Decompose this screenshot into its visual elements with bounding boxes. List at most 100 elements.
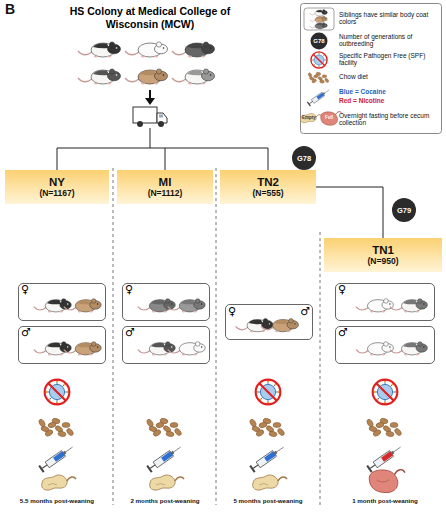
rat-tail (64, 307, 76, 310)
rat-foot (322, 28, 324, 30)
rat-hood (93, 70, 109, 75)
rat-foot (193, 311, 197, 313)
rat-head (322, 11, 327, 15)
tree-line (150, 128, 151, 148)
node-text: TN1 (372, 244, 394, 257)
rat-icon (125, 69, 168, 85)
truck-wheel (137, 121, 143, 127)
rat-icon (390, 342, 427, 356)
rat-ear (203, 69, 208, 74)
chow-pellet (277, 427, 286, 436)
syringe-icon (146, 444, 183, 473)
generation-badge: G79 (392, 198, 416, 222)
rat-eye (67, 303, 68, 304)
rat-foot (382, 354, 386, 356)
cecum-body (150, 475, 175, 490)
rat-foot (107, 56, 111, 58)
rat-tail (78, 78, 92, 82)
rat-hood (187, 70, 203, 75)
rat-head (322, 17, 327, 21)
chow-pellet (372, 429, 381, 437)
node-text: ♀ (125, 283, 133, 296)
syringe-plunger (42, 465, 47, 468)
cecum-tube (394, 470, 405, 475)
syringe-plunger (253, 465, 258, 468)
rat-tail (236, 326, 248, 329)
rat-eye (294, 323, 295, 324)
rat-ear (195, 299, 200, 304)
rat-ear (323, 10, 325, 12)
rat-foot (163, 311, 167, 313)
virus-spike (314, 64, 316, 66)
syringe-liquid (316, 93, 324, 100)
chow-pellet (386, 431, 395, 437)
rat-eye (423, 303, 424, 304)
spf-icon (45, 380, 70, 405)
rat-ear (418, 299, 423, 304)
chow-pellet (316, 72, 321, 76)
rat-hood (403, 300, 417, 305)
chow-pellet (146, 418, 154, 427)
rat-foot (48, 311, 52, 313)
sibling-box: ♂ (122, 326, 210, 364)
rat-eye (97, 346, 98, 347)
rat-ear (323, 23, 325, 25)
legend-sibling-box (304, 8, 334, 30)
sibling-box: ♀ (18, 283, 106, 321)
node-text: ♀ (228, 305, 236, 318)
rat-foot (154, 83, 158, 85)
rat-foot (152, 354, 156, 356)
rat-eye (201, 303, 202, 304)
rat-foot (94, 83, 98, 85)
chow-pellet (390, 423, 398, 428)
virus-spike (323, 55, 325, 57)
rat-eye (116, 47, 118, 49)
syringe-thumb (249, 465, 255, 473)
chow-pellet (174, 427, 183, 436)
node-text: G79 (397, 206, 411, 215)
cecum-state: Full (319, 116, 339, 121)
syringe-barrel (311, 92, 324, 103)
rat-icon (168, 299, 205, 313)
rat-hood (316, 17, 323, 19)
rat-tail (310, 26, 316, 28)
syringe-plunger (150, 465, 155, 468)
rat-tail (356, 350, 368, 353)
rat-foot (404, 311, 408, 313)
node-text: (N=1112) (148, 189, 183, 198)
syringe-icon (249, 444, 286, 473)
rat-eye (423, 346, 424, 347)
virus-spike (312, 60, 314, 61)
rat-ear (165, 342, 170, 347)
syringe-barrel (153, 451, 173, 468)
syringe-thumb (307, 102, 311, 107)
cecum-fold (156, 484, 165, 486)
node-text: TN2 (257, 176, 279, 189)
virus-body (377, 384, 392, 399)
legend-text: Siblings have similar body coat colors (339, 11, 439, 26)
rat-eye (201, 346, 202, 347)
rat-ear (384, 299, 389, 304)
rat-eye (163, 47, 165, 49)
generation-badge: G78 (292, 146, 316, 170)
syringe-plunger (309, 101, 312, 103)
chow-pellet (38, 418, 46, 427)
syringe-liquid (264, 451, 276, 461)
cohort-header: MI(N=1112) (117, 170, 213, 204)
rat-tail (356, 307, 368, 310)
syringe-hub (171, 451, 175, 455)
rat-icon (34, 299, 71, 313)
chow-pellet (308, 72, 313, 78)
rat-eye (325, 24, 327, 26)
rat-hood (93, 43, 109, 48)
cohort-header: TN1(N=950) (324, 238, 442, 272)
rat-eye (210, 47, 212, 49)
syringe-plunger (370, 465, 375, 468)
rat-hood (181, 300, 195, 305)
rat-foot (316, 15, 318, 17)
no-sign (256, 380, 281, 405)
rat-hood (77, 343, 91, 348)
chow-pellet (51, 418, 60, 425)
legend-text: Blue = Cocaine (339, 88, 439, 95)
rat-eye (116, 74, 118, 76)
